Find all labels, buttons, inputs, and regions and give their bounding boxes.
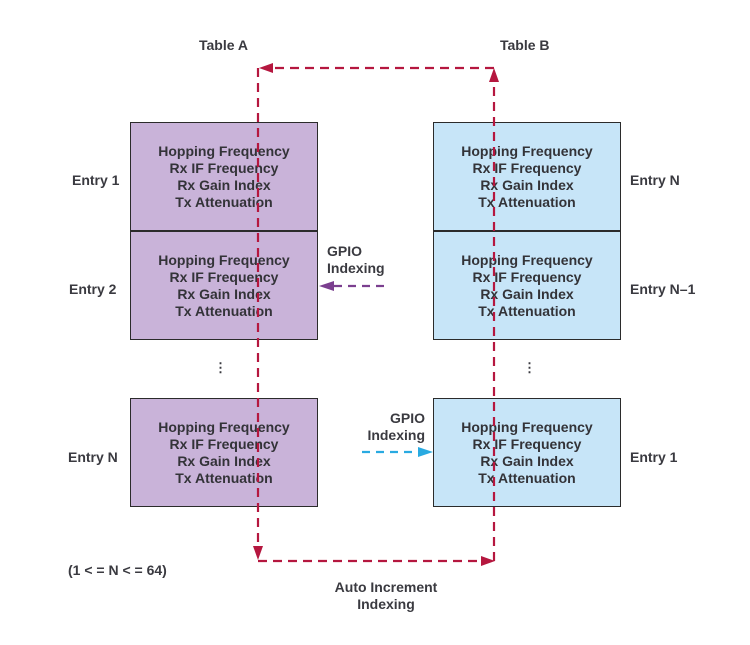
table-a-ellipsis: ⋮ xyxy=(214,360,227,375)
table-a-entry-n: Hopping Frequency Rx IF Frequency Rx Gai… xyxy=(130,398,318,507)
indexing-text: Indexing xyxy=(327,260,385,276)
table-b-ellipsis: ⋮ xyxy=(523,360,536,375)
gpio-b-arrow-head-icon xyxy=(418,447,433,457)
field-tx-attenuation: Tx Attenuation xyxy=(175,193,273,210)
table-a-entry-n-label: Entry N xyxy=(68,449,118,465)
range-note: (1 < = N < = 64) xyxy=(68,562,167,578)
indexing-text: Indexing xyxy=(357,596,415,612)
field-rx-gain-index: Rx Gain Index xyxy=(177,285,271,302)
arrow-head-down-icon xyxy=(253,546,263,560)
indexing-text: Indexing xyxy=(367,427,425,443)
table-a-title: Table A xyxy=(199,37,249,53)
table-a-entry-1: Hopping Frequency Rx IF Frequency Rx Gai… xyxy=(130,122,318,231)
table-b-entry-n-minus-1-label: Entry N–1 xyxy=(630,281,696,297)
auto-increment-loop xyxy=(256,66,496,563)
field-rx-if-frequency: Rx IF Frequency xyxy=(472,268,582,285)
table-b-entry-n: Hopping Frequency Rx IF Frequency Rx Gai… xyxy=(433,122,621,231)
field-hopping-frequency: Hopping Frequency xyxy=(158,251,290,268)
field-rx-if-frequency: Rx IF Frequency xyxy=(472,435,582,452)
field-rx-if-frequency: Rx IF Frequency xyxy=(169,435,279,452)
gpio-a-arrow-head-icon xyxy=(319,281,334,291)
gpio-text: GPIO xyxy=(327,243,363,259)
arrow-head-right-icon xyxy=(481,556,495,566)
field-rx-gain-index: Rx Gain Index xyxy=(480,285,574,302)
field-tx-attenuation: Tx Attenuation xyxy=(478,469,576,486)
table-b-entry-n-label: Entry N xyxy=(630,172,680,188)
table-a-entry-1-label: Entry 1 xyxy=(72,172,120,188)
auto-increment-indexing-label: Auto Increment Indexing xyxy=(316,579,456,613)
table-a-entry-2: Hopping Frequency Rx IF Frequency Rx Gai… xyxy=(130,231,318,340)
arrow-head-left-icon xyxy=(259,63,273,73)
field-tx-attenuation: Tx Attenuation xyxy=(478,302,576,319)
table-b-entry-1: Hopping Frequency Rx IF Frequency Rx Gai… xyxy=(433,398,621,507)
arrow-head-up-icon xyxy=(489,68,499,82)
field-hopping-frequency: Hopping Frequency xyxy=(158,418,290,435)
field-rx-if-frequency: Rx IF Frequency xyxy=(472,159,582,176)
auto-increment-text: Auto Increment xyxy=(334,579,438,595)
table-b-entry-1-label: Entry 1 xyxy=(630,449,678,465)
gpio-indexing-a-label: GPIO Indexing xyxy=(327,243,385,277)
field-tx-attenuation: Tx Attenuation xyxy=(478,193,576,210)
field-rx-gain-index: Rx Gain Index xyxy=(480,452,574,469)
table-a-entry-2-label: Entry 2 xyxy=(69,281,117,297)
field-tx-attenuation: Tx Attenuation xyxy=(175,302,273,319)
field-rx-gain-index: Rx Gain Index xyxy=(177,176,271,193)
field-rx-gain-index: Rx Gain Index xyxy=(177,452,271,469)
field-rx-if-frequency: Rx IF Frequency xyxy=(169,159,279,176)
field-rx-if-frequency: Rx IF Frequency xyxy=(169,268,279,285)
gpio-text: GPIO xyxy=(389,410,425,426)
field-tx-attenuation: Tx Attenuation xyxy=(175,469,273,486)
table-b-title: Table B xyxy=(500,37,550,53)
field-hopping-frequency: Hopping Frequency xyxy=(158,142,290,159)
gpio-indexing-b-label: GPIO Indexing xyxy=(365,410,425,444)
field-rx-gain-index: Rx Gain Index xyxy=(480,176,574,193)
